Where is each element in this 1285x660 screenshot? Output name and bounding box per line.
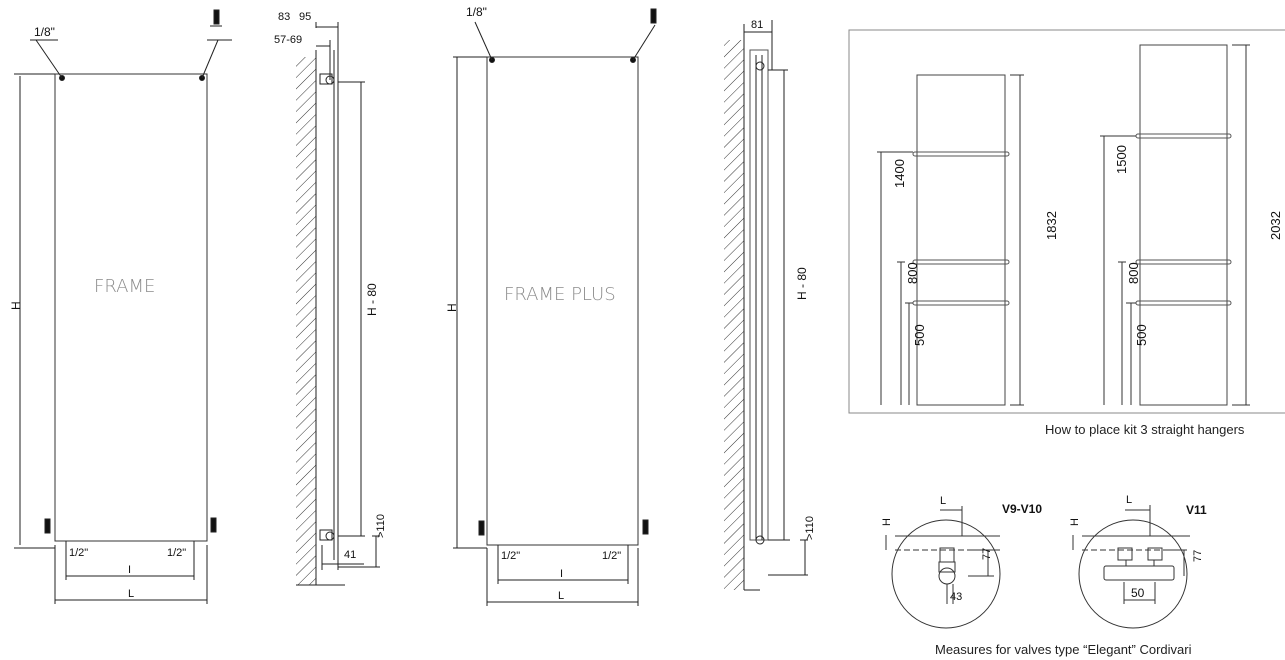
hanger-left-total: 1832 (1044, 211, 1059, 240)
frame-panel (54, 73, 208, 542)
frame-width-label: L (128, 588, 134, 600)
frame-plus-width-label: L (558, 590, 564, 602)
frame-floor-clearance: >110 (375, 514, 387, 538)
frame-interaxis-label: I (128, 564, 131, 576)
frame-valve-offset: 41 (344, 549, 356, 561)
hanger-left-h3: 500 (912, 324, 927, 346)
hanger-left-h1: 1400 (892, 159, 907, 188)
frame-pipe-right-label: 1/2" (167, 547, 186, 559)
frame-plus-depth-top: 81 (751, 19, 763, 31)
frame-plus-pipe-right-label: 1/2" (602, 550, 621, 562)
frame-front-view (14, 9, 232, 604)
frame-plus-front-view (453, 8, 657, 606)
wall-hatch (296, 57, 316, 585)
valve-icon-bottom-left (478, 520, 485, 536)
valve-icon-bottom-right (210, 517, 217, 533)
frame-plus-height-label: H (445, 303, 459, 312)
hanger-left-h2: 800 (905, 262, 920, 284)
v11-h-label: H (1069, 518, 1081, 526)
hanger-right-h3: 500 (1134, 324, 1149, 346)
frame-plus-floor-clearance: >110 (804, 516, 816, 540)
frame-height-label: H (9, 301, 23, 310)
valve-icon-top (650, 8, 657, 24)
frame-plus-inner-height: H - 80 (795, 267, 809, 300)
frame-side-view (296, 22, 380, 586)
hanger-right-h1: 1500 (1114, 145, 1129, 174)
hangers-diagram (848, 29, 1285, 414)
frame-plus-pipe-top-label: 1/8" (466, 5, 487, 19)
frame-plus-side-view (724, 20, 808, 591)
hanger-right-h2: 800 (1126, 262, 1141, 284)
v11-title: V11 (1186, 503, 1207, 517)
v9-height-label: 77 (981, 548, 993, 560)
v11-offset-label: 50 (1131, 586, 1145, 600)
hanger-right-total: 2032 (1268, 211, 1283, 240)
wall-hatch (724, 40, 744, 590)
hangers-caption: How to place kit 3 straight hangers (1045, 422, 1245, 437)
frame-pipe-left-label: 1/2" (69, 547, 88, 559)
frame-inner-height: H - 80 (365, 283, 379, 316)
v11-l-label: L (1126, 494, 1132, 506)
v9-title: V9-V10 (1002, 502, 1042, 516)
frame-plus-interaxis-label: I (560, 568, 563, 580)
valve-icon-bottom-left (44, 518, 51, 534)
frame-plus-panel (486, 56, 639, 546)
v9-l-label: L (940, 495, 946, 507)
valve-icon-bottom-right (642, 519, 649, 535)
v9-offset-label: 43 (950, 591, 962, 603)
frame-depth-top2: 95 (299, 11, 311, 23)
hangers-frame-box (848, 29, 1285, 414)
frame-plus-product-label: FRAME PLUS (504, 284, 616, 305)
frame-bracket-range: 57-69 (274, 34, 302, 46)
v11-height-label: 77 (1192, 550, 1204, 562)
frame-product-label: FRAME (94, 276, 155, 297)
frame-pipe-top-label: 1/8" (34, 25, 55, 39)
frame-plus-pipe-left-label: 1/2" (501, 550, 520, 562)
valve-v9-diagram (885, 506, 1001, 629)
valve-v11-diagram (1072, 505, 1190, 629)
valve-icon-top (213, 9, 220, 25)
v9-h-label: H (881, 518, 893, 526)
valves-caption: Measures for valves type “Elegant” Cordi… (935, 642, 1192, 657)
frame-depth-top: 83 (278, 11, 290, 23)
